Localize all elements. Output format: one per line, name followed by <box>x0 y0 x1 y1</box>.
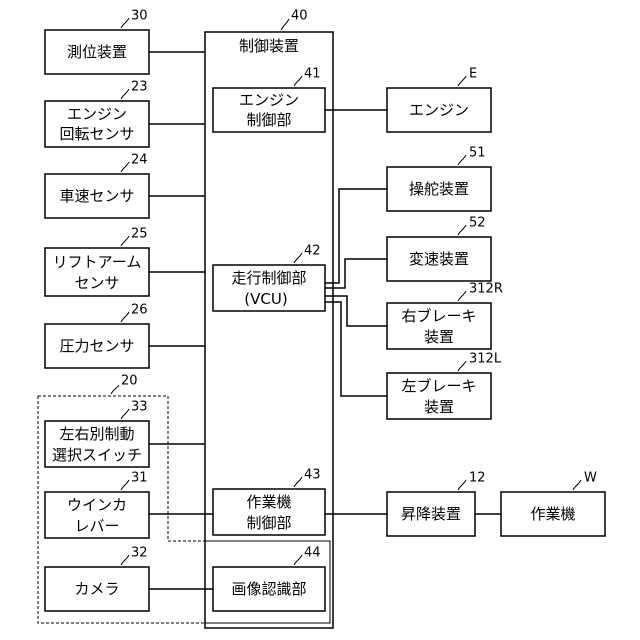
right-brake-label-1: 右ブレーキ <box>401 307 476 325</box>
ref-25: 25 <box>131 227 148 242</box>
ref-leader-12 <box>458 480 466 490</box>
left-brake-label-2: 装置 <box>424 398 454 416</box>
ref-leader-40 <box>281 19 289 30</box>
lr-brake-switch-label-2: 選択スイッチ <box>52 446 142 464</box>
transmission-label: 変速装置 <box>409 250 469 268</box>
ref-312L: 312L <box>469 352 502 367</box>
ref-40: 40 <box>291 9 308 24</box>
turn-signal-lever-label-2: レバー <box>74 517 119 535</box>
ref-44: 44 <box>304 546 321 561</box>
ref-43: 43 <box>304 468 321 483</box>
work-machine-control-label-2: 制御部 <box>246 514 291 532</box>
ref-30: 30 <box>131 9 148 24</box>
ref-20: 20 <box>121 374 138 389</box>
travel-control-label-2: (VCU) <box>244 290 287 308</box>
lr-brake-switch-label-1: 左右別制動 <box>59 425 134 443</box>
ref-leader-E <box>458 76 466 86</box>
lift-label: 昇降装置 <box>401 505 461 523</box>
engine-speed-sensor-label-2: 回転センサ <box>59 125 134 143</box>
turn-signal-lever-label-1: ウインカ <box>67 496 127 514</box>
ref-312R: 312R <box>469 282 503 297</box>
wire-right-brake <box>325 296 387 326</box>
engine-label: エンジン <box>409 101 469 119</box>
ref-leader-42 <box>294 253 302 263</box>
camera-label: カメラ <box>74 580 119 598</box>
ref-23: 23 <box>131 80 148 95</box>
ref-leader-30 <box>121 18 129 28</box>
ref-26: 26 <box>131 303 148 318</box>
ref-52: 52 <box>469 216 486 231</box>
ref-leader-31 <box>121 480 129 490</box>
travel-control-label-1: 走行制御部 <box>231 269 306 287</box>
ref-24: 24 <box>131 153 148 168</box>
ref-33: 33 <box>131 400 148 415</box>
ref-32: 32 <box>131 546 148 561</box>
steering-label: 操舵装置 <box>409 180 469 198</box>
image-recognition-label: 画像認識部 <box>231 580 306 598</box>
vehicle-speed-sensor-label: 車速センサ <box>59 187 134 205</box>
ref-E: E <box>469 67 477 82</box>
ref-51: 51 <box>469 146 486 161</box>
lift-arm-sensor-label-1: リフトアーム <box>53 253 142 271</box>
ref-leader-32 <box>121 555 129 565</box>
left-brake-label-1: 左ブレーキ <box>401 377 476 395</box>
ref-leader-52 <box>458 225 466 235</box>
ref-leader-26 <box>121 312 129 322</box>
control-device-label: 制御装置 <box>239 37 299 55</box>
ref-12: 12 <box>469 471 486 486</box>
ref-leader-312L <box>458 361 466 371</box>
ref-leader-20 <box>111 385 119 394</box>
engine-control-label-2: 制御部 <box>246 111 291 129</box>
work-machine-control-label-1: 作業機 <box>246 493 291 511</box>
ref-leader-44 <box>294 555 302 565</box>
ref-W: W <box>584 471 597 486</box>
positioning-label: 測位装置 <box>67 43 127 61</box>
ref-leader-41 <box>294 76 302 86</box>
wire-left-brake <box>325 302 387 396</box>
wire-steering <box>325 189 387 283</box>
ref-leader-33 <box>121 409 129 419</box>
engine-speed-sensor-label-1: エンジン <box>67 105 127 123</box>
pressure-sensor-label: 圧力センサ <box>59 337 134 355</box>
lift-arm-sensor-label-2: センサ <box>74 274 119 292</box>
ref-leader-23 <box>121 89 129 99</box>
work-machine-label: 作業機 <box>530 505 575 523</box>
ref-leader-51 <box>458 155 466 165</box>
ref-42: 42 <box>304 244 321 259</box>
ref-leader-43 <box>294 477 302 487</box>
right-brake-label-2: 装置 <box>424 328 454 346</box>
ref-leader-W <box>573 480 581 490</box>
ref-leader-25 <box>121 236 129 246</box>
ref-leader-24 <box>121 162 129 172</box>
ref-41: 41 <box>304 67 321 82</box>
ref-leader-312R <box>458 291 466 301</box>
ref-31: 31 <box>131 471 148 486</box>
engine-control-label-1: エンジン <box>239 91 299 109</box>
